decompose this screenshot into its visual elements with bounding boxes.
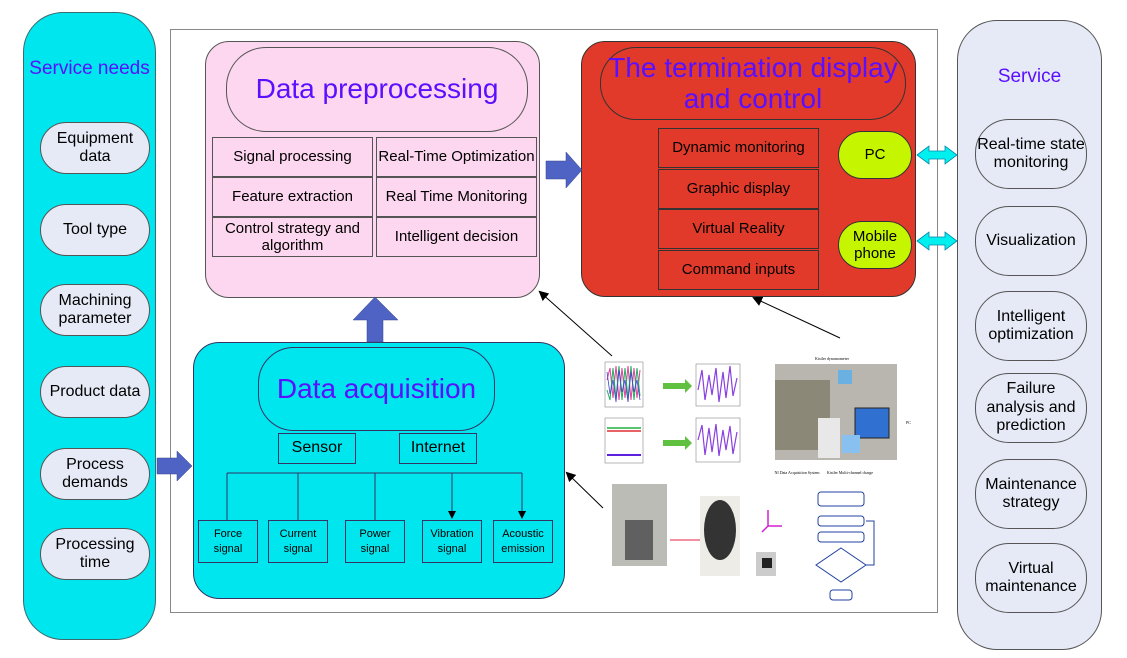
pointer-to-preprocessing — [538, 290, 613, 357]
device-pc: PC — [838, 131, 912, 179]
service-needs-title: Service needs — [29, 58, 150, 79]
prep-control-strategy: Control strategy and algorithm — [212, 217, 373, 257]
data-preprocessing-title: Data preprocessing — [226, 47, 528, 132]
need-tool-type: Tool type — [40, 204, 150, 256]
signal-acoustic-emission: Acoustic emission — [493, 520, 553, 563]
signal-tree-lines — [226, 472, 523, 520]
signal-power: Power signal — [345, 520, 405, 563]
signal-force: Force signal — [198, 520, 258, 563]
termination-title: The termination display and control — [600, 47, 906, 120]
prep-real-time-optimization: Real-Time Optimization — [376, 137, 537, 177]
need-processing-time: Processing time — [40, 528, 150, 580]
double-arrow-mobile — [916, 231, 958, 251]
service-real-time-state-monitoring: Real-time state monitoring — [975, 119, 1087, 189]
arrow-needs-to-acquisition — [156, 450, 193, 482]
machining-image — [612, 484, 782, 576]
signal-plots-image — [604, 361, 741, 464]
need-machining-parameter: Machining parameter — [40, 284, 150, 336]
need-product-data: Product data — [40, 366, 150, 418]
arrow-preprocessing-to-termination — [545, 151, 583, 189]
source-sensor: Sensor — [278, 433, 356, 464]
svg-text:Kistler Multi-channel charge: Kistler Multi-channel charge — [827, 470, 873, 475]
svg-text:NI Data Acquisition System: NI Data Acquisition System — [775, 470, 821, 475]
service-intelligent-optimization: Intelligent optimization — [975, 291, 1087, 361]
svg-text:Kistler dynamometer: Kistler dynamometer — [815, 356, 850, 361]
prep-intelligent-decision: Intelligent decision — [376, 217, 537, 257]
device-mobile-phone: Mobile phone — [838, 221, 912, 269]
service-failure-analysis: Failure analysis and prediction — [975, 373, 1087, 443]
arrow-acquisition-to-preprocessing — [352, 296, 399, 343]
term-command-inputs: Command inputs — [658, 250, 819, 290]
term-virtual-reality: Virtual Reality — [658, 209, 819, 249]
need-equipment-data: Equipment data — [40, 122, 150, 174]
prep-real-time-monitoring: Real Time Monitoring — [376, 177, 537, 217]
term-graphic-display: Graphic display — [658, 169, 819, 209]
arrowhead-acoustic — [518, 511, 526, 519]
prep-feature-extraction: Feature extraction — [212, 177, 373, 217]
signal-vibration: Vibration signal — [422, 520, 482, 563]
pointer-to-termination — [752, 296, 841, 339]
service-title: Service — [997, 66, 1062, 87]
service-maintenance-strategy: Maintenance strategy — [975, 459, 1087, 529]
prep-signal-processing: Signal processing — [212, 137, 373, 177]
flowchart-image — [815, 491, 875, 601]
signal-current: Current signal — [268, 520, 328, 563]
data-acquisition-title: Data acquisition — [258, 347, 495, 431]
source-internet: Internet — [399, 433, 477, 464]
term-dynamic-monitoring: Dynamic monitoring — [658, 128, 819, 168]
need-process-demands: Process demands — [40, 448, 150, 500]
svg-text:PC: PC — [906, 420, 911, 425]
service-visualization: Visualization — [975, 206, 1087, 276]
double-arrow-pc — [916, 145, 958, 165]
arrowhead-vibration — [448, 511, 456, 519]
pointer-to-acquisition — [565, 471, 604, 509]
service-virtual-maintenance: Virtual maintenance — [975, 543, 1087, 613]
lab-setup-image: Kistler dynamometer PC NI Data Acquisiti… — [775, 356, 912, 475]
